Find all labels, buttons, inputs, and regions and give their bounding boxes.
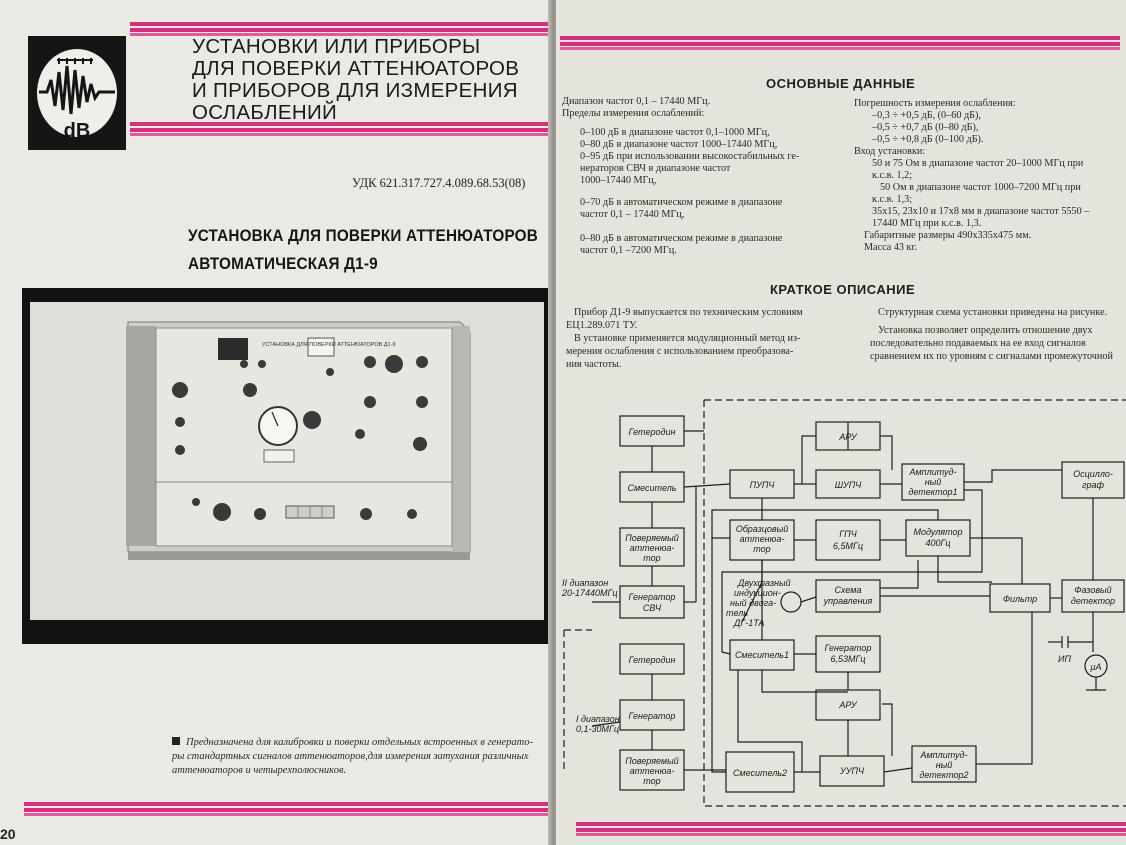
decibel-logo: dB bbox=[28, 36, 126, 150]
svg-text:детектор1: детектор1 bbox=[908, 487, 957, 497]
caption-bullet bbox=[172, 737, 180, 745]
svg-text:детектор2: детектор2 bbox=[919, 770, 968, 780]
svg-text:Поверяемый: Поверяемый bbox=[625, 756, 678, 766]
svg-text:детектор: детектор bbox=[1071, 596, 1115, 606]
svg-text:Схема: Схема bbox=[835, 585, 862, 595]
bottom-stripe-right bbox=[576, 822, 1126, 836]
svg-text:Амплитуд-: Амплитуд- bbox=[920, 750, 968, 760]
svg-text:Гетеродин: Гетеродин bbox=[629, 655, 676, 665]
panel-label: УСТАНОВКА ДЛЯ ПОВЕРКИ АТТЕНЮАТОРОВ Д1-9 bbox=[262, 342, 396, 348]
svg-text:Генератор: Генератор bbox=[629, 592, 676, 602]
description-col1: Прибор Д1-9 выпускается по техническим у… bbox=[566, 307, 803, 370]
svg-text:Генератор: Генератор bbox=[825, 643, 872, 653]
main-data-col2: Погрешность измерения ослабления: –0,3 ÷… bbox=[854, 98, 1090, 253]
block-diagram: Гетеродин Смеситель Поверяемый аттенюа- … bbox=[561, 392, 1126, 812]
description-col2: Структурная схема установки приведена на… bbox=[870, 307, 1113, 362]
svg-text:УУПЧ: УУПЧ bbox=[839, 766, 865, 776]
title-stripe bbox=[130, 122, 552, 136]
svg-text:ДГ-1ТА: ДГ-1ТА bbox=[733, 618, 764, 628]
svg-text:Модулятор: Модулятор bbox=[913, 527, 962, 537]
svg-text:6,5МГц: 6,5МГц bbox=[833, 541, 863, 551]
svg-text:Фильтр: Фильтр bbox=[1003, 594, 1037, 604]
svg-text:ный двига-: ный двига- bbox=[730, 598, 776, 608]
top-stripe-right bbox=[560, 36, 1120, 50]
svg-text:Двухфазный: Двухфазный bbox=[737, 578, 791, 588]
svg-text:Поверяемый: Поверяемый bbox=[625, 533, 678, 543]
svg-text:II диапазон: II диапазон bbox=[562, 578, 608, 588]
svg-text:ГПЧ: ГПЧ bbox=[839, 529, 857, 539]
svg-text:Генератор: Генератор bbox=[629, 711, 676, 721]
svg-text:аттенюа-: аттенюа- bbox=[630, 543, 675, 553]
svg-text:Гетеродин: Гетеродин bbox=[629, 427, 676, 437]
caption: Предназначена для калибровки и поверки о… bbox=[172, 737, 533, 776]
svg-text:аттенюа-: аттенюа- bbox=[740, 534, 785, 544]
svg-text:ПУПЧ: ПУПЧ bbox=[750, 480, 776, 490]
left-page: dB УСТАНОВКИ ИЛИ ПРИБОРЫ ДЛЯ ПОВЕРКИ АТТ… bbox=[0, 0, 552, 845]
svg-text:АРУ: АРУ bbox=[838, 700, 858, 710]
svg-text:тор: тор bbox=[643, 776, 660, 786]
svg-text:Фазовый: Фазовый bbox=[1074, 585, 1111, 595]
svg-text:тель: тель bbox=[726, 608, 748, 618]
section-title: УСТАНОВКИ ИЛИ ПРИБОРЫ ДЛЯ ПОВЕРКИ АТТЕНЮ… bbox=[192, 35, 520, 124]
page-number: 20 bbox=[0, 826, 16, 842]
svg-text:Смеситель1: Смеситель1 bbox=[735, 650, 789, 660]
svg-text:управления: управления bbox=[823, 596, 873, 606]
svg-text:I диапазон: I диапазон bbox=[576, 714, 620, 724]
main-data-col1: Диапазон частот 0,1 – 17440 МГц. Пределы… bbox=[562, 96, 800, 256]
svg-text:Смеситель: Смеситель bbox=[627, 483, 676, 493]
svg-text:СВЧ: СВЧ bbox=[643, 603, 662, 613]
svg-text:индукцион-: индукцион- bbox=[734, 588, 781, 598]
svg-text:Осцилло-: Осцилло- bbox=[1073, 469, 1113, 479]
main-data-heading: ОСНОВНЫЕ ДАННЫЕ bbox=[766, 76, 916, 91]
instrument-illustration: УСТАНОВКА ДЛЯ ПОВЕРКИ АТТЕНЮАТОРОВ Д1-9 bbox=[126, 321, 471, 560]
svg-text:ИП: ИП bbox=[1058, 654, 1071, 664]
svg-text:граф: граф bbox=[1082, 480, 1104, 490]
device-photo: УСТАНОВКА ДЛЯ ПОВЕРКИ АТТЕНЮАТОРОВ Д1-9 bbox=[22, 288, 552, 644]
svg-text:Смеситель2: Смеситель2 bbox=[733, 768, 787, 778]
svg-text:0,1-30МГц: 0,1-30МГц bbox=[576, 724, 619, 734]
brief-description-heading: КРАТКОЕ ОПИСАНИЕ bbox=[770, 282, 916, 297]
svg-text:ный: ный bbox=[925, 477, 942, 487]
svg-text:6,53МГц: 6,53МГц bbox=[830, 654, 865, 664]
top-stripe bbox=[130, 22, 552, 36]
svg-text:μА: μА bbox=[1090, 662, 1102, 672]
svg-text:Амплитуд-: Амплитуд- bbox=[909, 467, 957, 477]
svg-text:20-17440МГц: 20-17440МГц bbox=[562, 588, 618, 598]
svg-text:тор: тор bbox=[753, 544, 770, 554]
svg-text:тор: тор bbox=[643, 553, 660, 563]
svg-text:ный: ный bbox=[936, 760, 953, 770]
logo-label: dB bbox=[63, 120, 91, 142]
svg-text:Образцовый: Образцовый bbox=[736, 524, 789, 534]
svg-text:аттенюа-: аттенюа- bbox=[630, 766, 675, 776]
waveform-icon bbox=[39, 58, 115, 115]
svg-text:ШУПЧ: ШУПЧ bbox=[835, 480, 863, 490]
device-title: УСТАНОВКА ДЛЯ ПОВЕРКИ АТТЕНЮАТОРОВ АВТОМ… bbox=[188, 226, 538, 273]
svg-text:400Гц: 400Гц bbox=[925, 538, 950, 548]
udk-code: УДК 621.317.727.4.089.68.53(08) bbox=[352, 176, 526, 190]
bottom-stripe bbox=[24, 802, 552, 816]
svg-text:АРУ: АРУ bbox=[838, 432, 858, 442]
block-diagram-svg: Гетеродин Смеситель Поверяемый аттенюа- … bbox=[561, 399, 1126, 807]
